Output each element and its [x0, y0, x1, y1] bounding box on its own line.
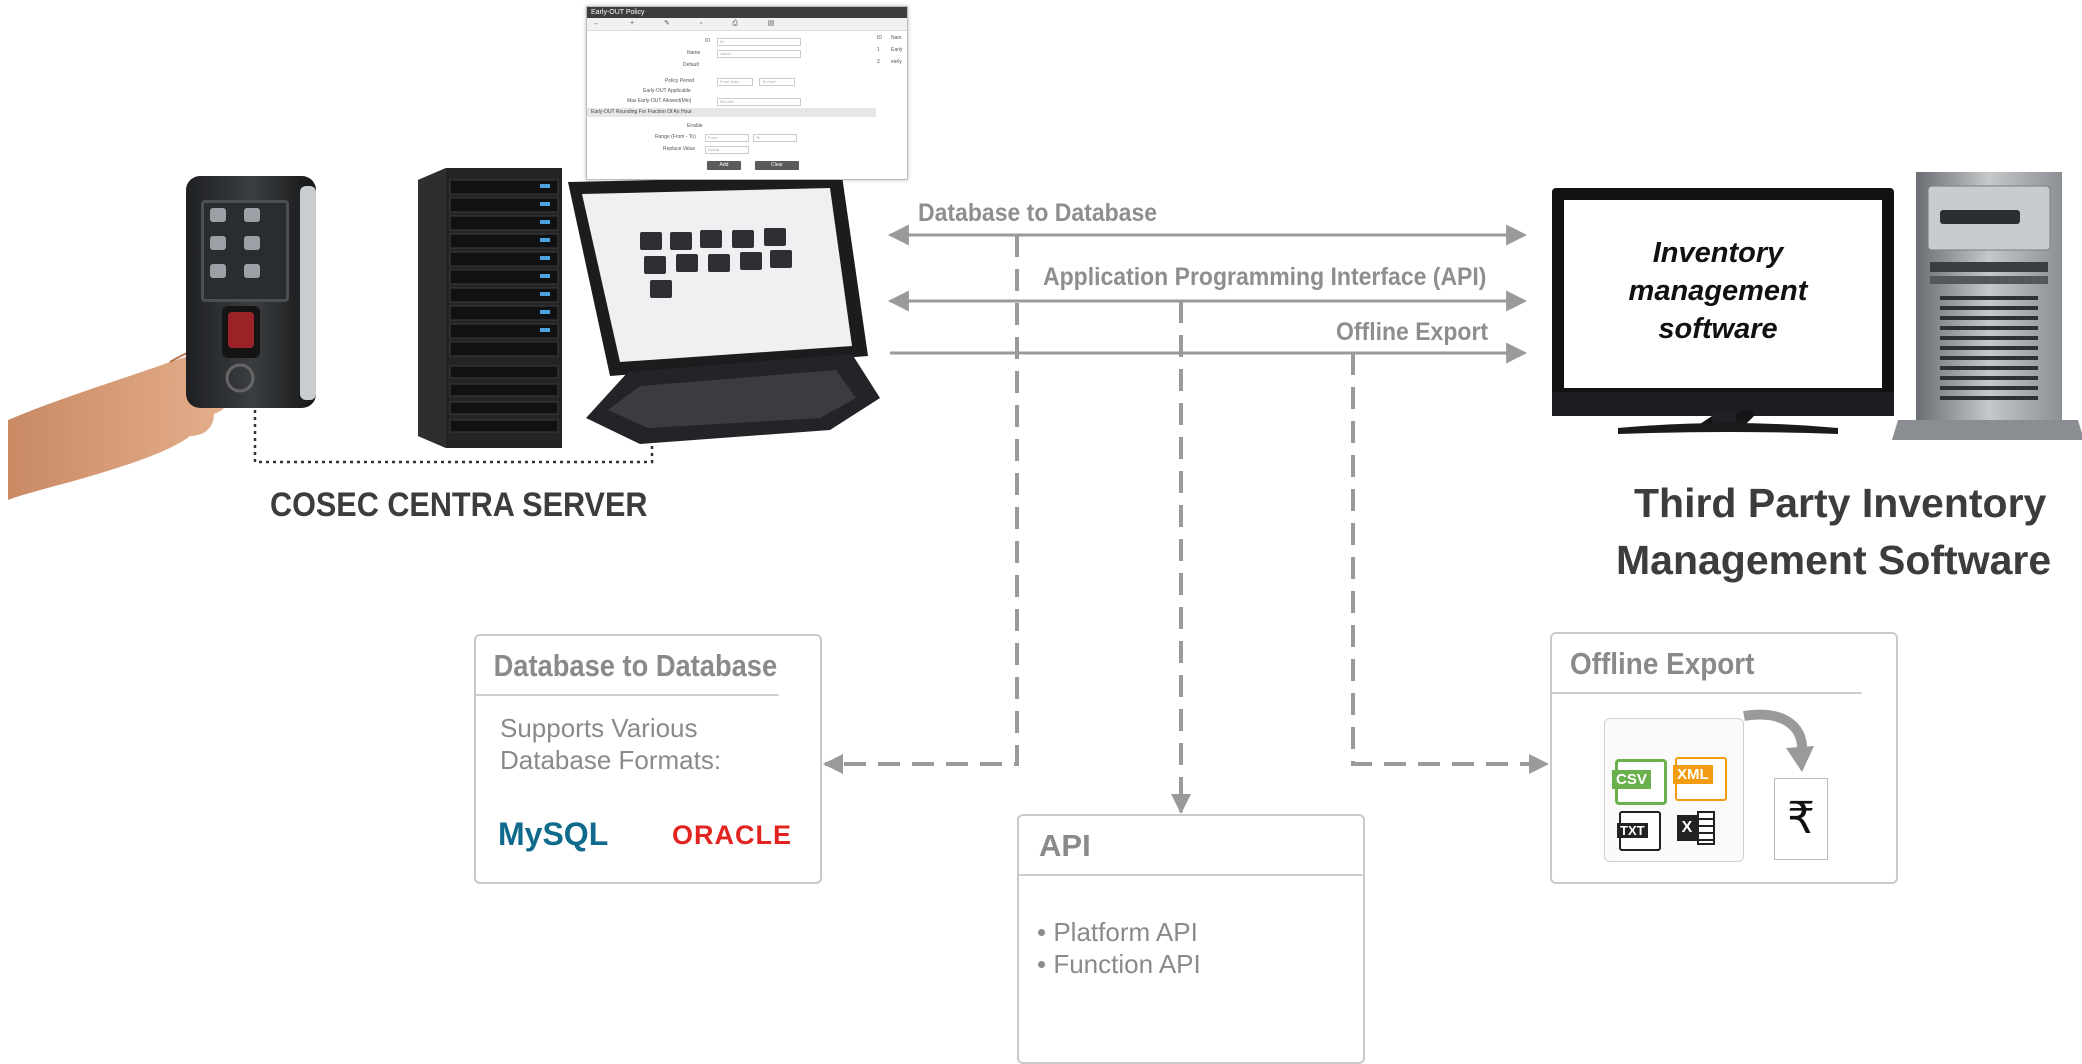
mini-field-name[interactable]: Name [717, 50, 801, 58]
inventory-monitor [1552, 188, 1894, 434]
txt-label: TXT [1617, 823, 1648, 838]
rupee-document-icon: ₹ [1774, 778, 1828, 860]
label-db-to-db: Database to Database [918, 199, 1158, 227]
caption-third-party-line1: Third Party Inventory [1634, 480, 2047, 526]
db-box-line2: Database Formats: [500, 745, 722, 775]
mini-side-item[interactable]: 2 [877, 59, 880, 65]
export-curved-arrow-icon [1743, 709, 1814, 772]
mini-field-from-date[interactable]: From Date [717, 78, 753, 86]
db-to-db-box: Database to Database Supports Various Da… [474, 634, 822, 884]
mini-label-default: Default [683, 62, 699, 68]
mini-label-name: Name [687, 50, 701, 56]
xml-icon: XML [1673, 757, 1727, 801]
label-api: Application Programming Interface (API) [1043, 263, 1487, 291]
mini-field-range-from[interactable]: From [705, 134, 749, 142]
mysql-logo: MySQL [498, 816, 609, 852]
api-item-function: • Function API [1037, 949, 1201, 979]
early-out-policy-window: Early-OUT Policy ← + ✎ ▫ ⎙ ▤ ID ID Name … [586, 6, 908, 180]
mini-label-id: ID [705, 38, 710, 44]
caption-cosec-centra-server: COSEC CENTRA SERVER [270, 486, 648, 524]
mini-section-rounding[interactable]: Early-OUT Rounding For Fraction Of An Ho… [587, 108, 876, 117]
oracle-logo: ORACLE [672, 820, 792, 850]
offline-export-box: Offline Export CSV XML TXT X ₹ [1550, 632, 1898, 884]
db-box-line1: Supports Various [500, 713, 698, 743]
mini-side-item[interactable]: Early [891, 47, 903, 53]
mini-label-applicable: Early-OUT Applicable [643, 88, 691, 94]
db-box-title: Database to Database [476, 636, 779, 696]
excel-icon: X [1677, 811, 1717, 847]
mini-label-enable: Enable [687, 123, 703, 129]
monitor-line: Inventory [1652, 237, 1784, 269]
api-box-title: API [1019, 816, 1363, 876]
monitor-line: software [1658, 313, 1778, 345]
inventory-pc-tower [1892, 172, 2082, 440]
touch-terminal [568, 176, 880, 444]
mini-field-id[interactable]: ID [717, 38, 801, 46]
mini-add-button[interactable]: Add [707, 161, 741, 170]
csv-label: CSV [1612, 770, 1651, 789]
api-item-function-text: Function API [1053, 949, 1201, 979]
mini-field-range-to[interactable]: To [753, 134, 797, 142]
txt-icon: TXT [1617, 811, 1661, 851]
label-offline-export: Offline Export [1336, 318, 1489, 346]
dashed-arrow-offline-box [1351, 353, 1549, 774]
mini-side-item[interactable]: Nam [891, 35, 902, 41]
caption-third-party-line2: Management Software [1616, 537, 2052, 583]
xml-label: XML [1673, 765, 1713, 784]
dashed-arrow-db-box [823, 235, 1019, 774]
mini-side-item[interactable]: 1 [877, 47, 880, 53]
api-item-platform: • Platform API [1037, 917, 1198, 947]
api-box: API • Platform API • Function API [1017, 814, 1365, 1064]
mini-field-to-date[interactable]: To Date [759, 78, 795, 86]
mini-side-item[interactable]: ID [877, 35, 882, 41]
mini-window-title: Early-OUT Policy [587, 7, 907, 18]
mini-label-replace: Replace Value [663, 146, 696, 152]
offline-box-title: Offline Export [1552, 634, 1862, 694]
mini-field-minutes[interactable]: Minutes [717, 98, 801, 106]
monitor-screen-text: Inventory management software [1584, 234, 1852, 348]
tower-server [418, 168, 562, 448]
mini-toolbar[interactable]: ← + ✎ ▫ ⎙ ▤ [587, 18, 907, 31]
monitor-line: management [1628, 275, 1808, 307]
mini-select-replace[interactable]: Actual [705, 146, 749, 154]
api-item-platform-text: Platform API [1053, 917, 1198, 947]
mini-label-max: Max Early-OUT Allowed(Min) [627, 98, 692, 104]
biometric-reader [186, 176, 316, 408]
mini-label-policy-period: Policy Period [665, 78, 695, 84]
csv-icon: CSV [1612, 759, 1667, 805]
mini-side-item[interactable]: early [891, 59, 902, 65]
file-formats-panel: CSV XML TXT X [1604, 718, 1744, 862]
mini-label-range: Range (From - To) [655, 134, 696, 140]
mini-clear-button[interactable]: Clear [755, 161, 799, 170]
